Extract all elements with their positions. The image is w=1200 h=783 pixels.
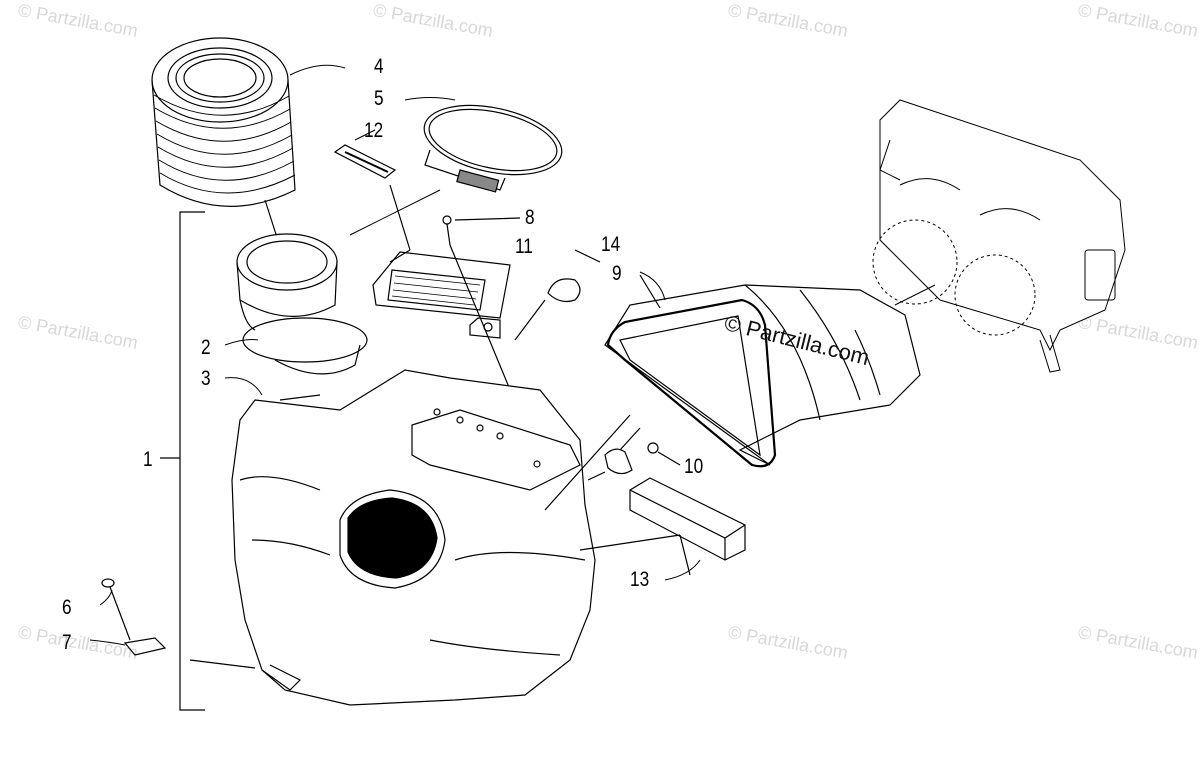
assembly-bracket [160, 211, 205, 711]
callout-6: 6 [62, 596, 72, 619]
callout-13: 13 [630, 568, 650, 591]
hose-clip [514, 249, 601, 341]
callout-12: 12 [364, 119, 384, 142]
air-silencer [231, 369, 596, 706]
throttle-body [872, 99, 1126, 373]
callout-9: 9 [612, 262, 622, 285]
label-decal [372, 251, 511, 339]
bellows-boot [151, 37, 296, 279]
leader-lines [89, 64, 701, 646]
hose-clamp [423, 104, 563, 193]
small-plate [333, 144, 411, 263]
intake-duct [604, 274, 921, 468]
callout-3: 3 [201, 367, 211, 390]
adapter-boot [236, 233, 368, 375]
callout-11: 11 [515, 235, 533, 258]
callout-4: 4 [374, 55, 384, 78]
callout-5: 5 [374, 87, 384, 110]
callout-7: 7 [62, 631, 72, 654]
foam-block [579, 477, 746, 576]
callout-14: 14 [601, 233, 621, 256]
callout-2: 2 [201, 336, 211, 359]
callout-8: 8 [525, 206, 535, 229]
callout-1: 1 [143, 448, 153, 471]
push-pin [101, 578, 256, 669]
callout-10: 10 [684, 455, 704, 478]
temp-sensor [544, 414, 681, 511]
